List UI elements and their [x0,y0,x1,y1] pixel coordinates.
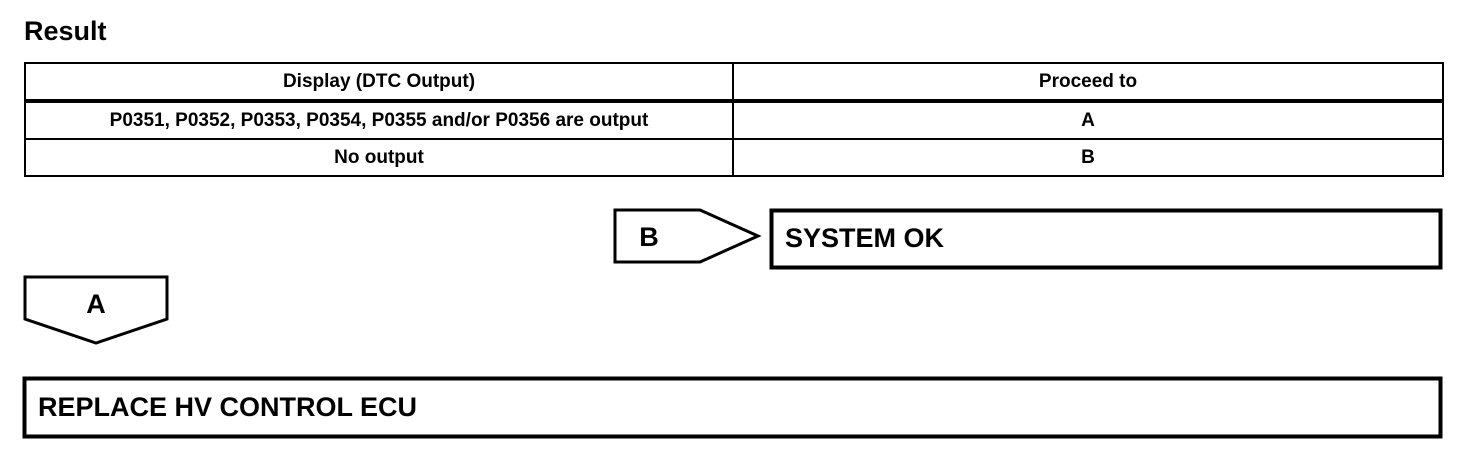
system-ok-box [769,208,1443,270]
branch-a-arrow-icon [23,275,169,345]
result-heading: Result [24,16,107,46]
table-cell-proceed-to: B [732,138,1444,177]
branch-a-letter: A [86,289,106,319]
branch-b-arrow-icon [613,208,762,264]
table-cell-display: No output [24,138,734,177]
table-header-row: Display (DTC Output) Proceed to [24,62,1444,103]
branch-b-letter: B [639,222,659,252]
column-header-display: Display (DTC Output) [24,62,734,103]
table-cell-display: P0351, P0352, P0353, P0354, P0355 and/or… [24,100,734,140]
table-cell-proceed-to: A [732,100,1444,140]
result-table: Display (DTC Output) Proceed to P0351, P… [24,62,1444,177]
replace-ecu-box [22,376,1443,439]
table-row: No output B [24,138,1444,177]
system-ok-label: SYSTEM OK [785,223,945,253]
table-row: P0351, P0352, P0353, P0354, P0355 and/or… [24,100,1444,140]
replace-ecu-label: REPLACE HV CONTROL ECU [38,392,418,422]
column-header-proceed-to: Proceed to [732,62,1444,103]
